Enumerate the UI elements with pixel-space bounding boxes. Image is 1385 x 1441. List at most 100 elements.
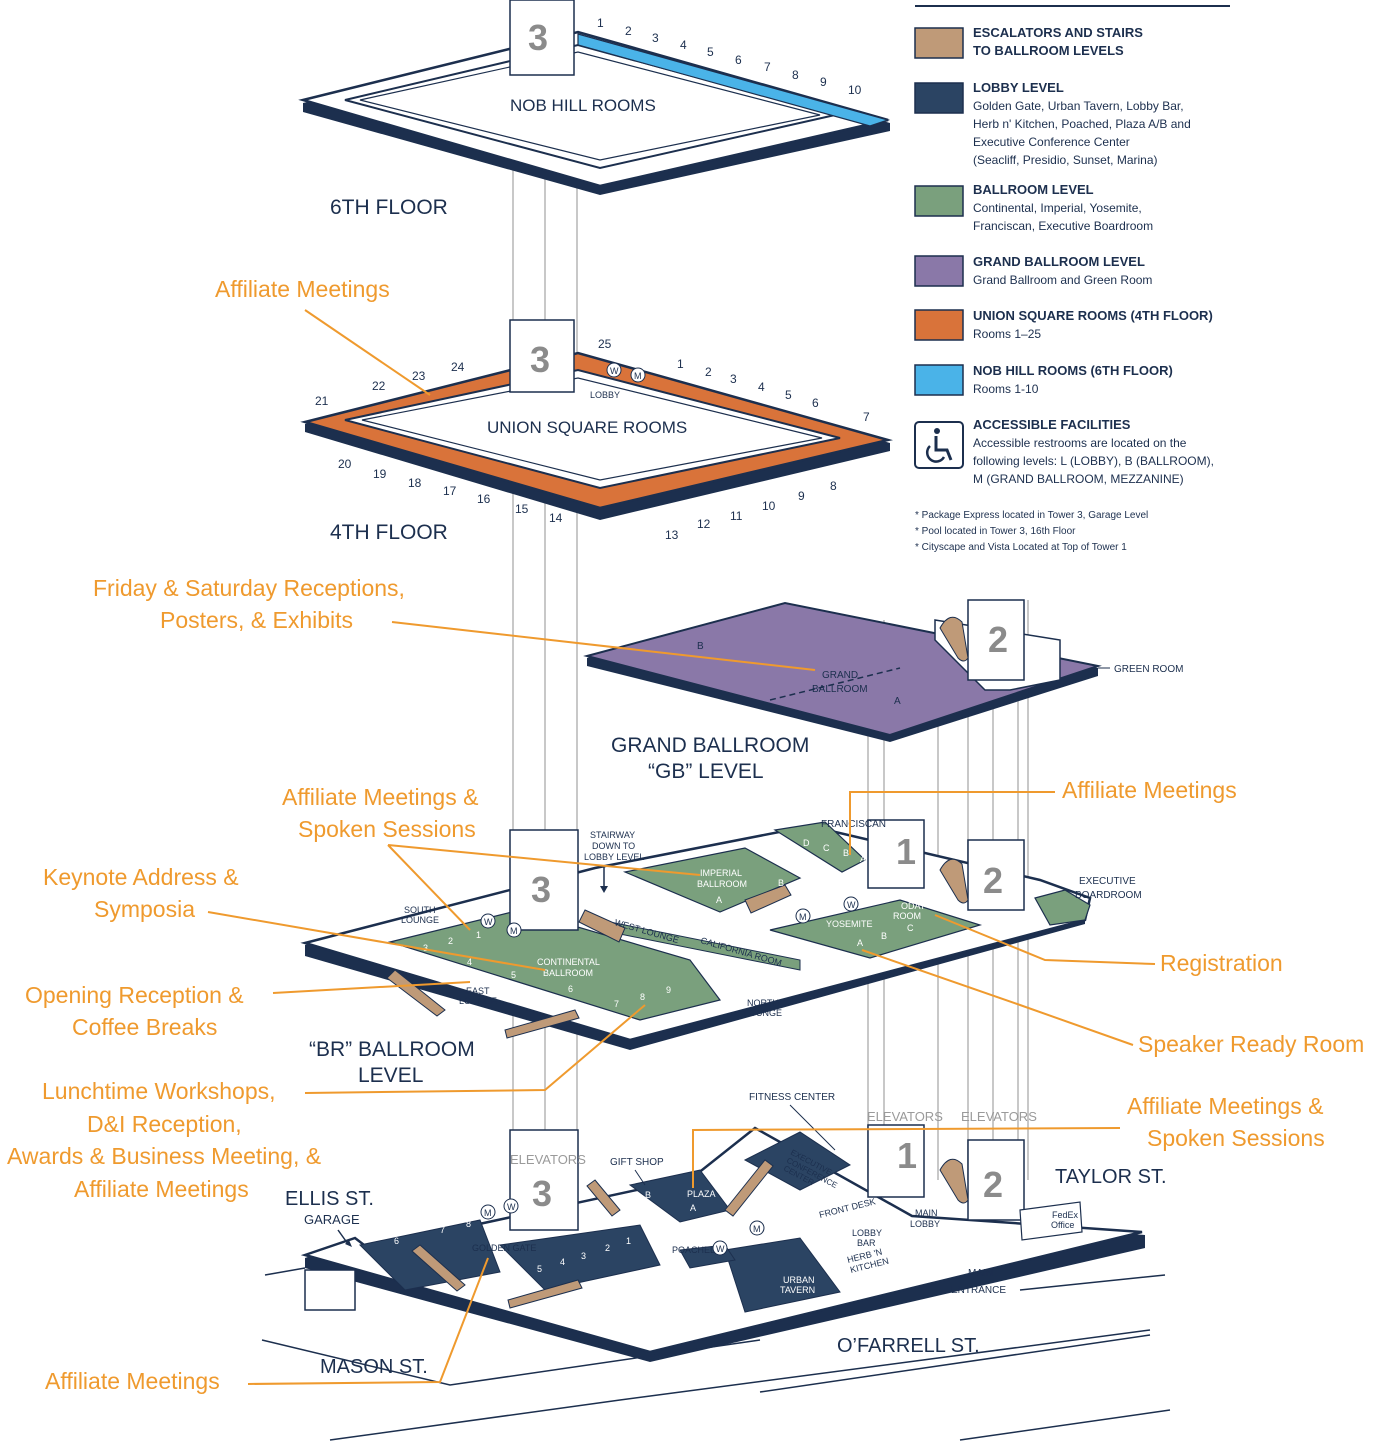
- svg-text:7: 7: [764, 60, 771, 74]
- svg-text:3: 3: [730, 372, 737, 386]
- legend-swatch-union-square: [914, 309, 964, 341]
- svg-text:17: 17: [443, 484, 457, 498]
- svg-text:7: 7: [614, 999, 619, 1009]
- wheelchair-icon: [914, 421, 964, 469]
- executive-conference-center: [743, 1131, 851, 1191]
- tower-2-label-ballroom: 2: [983, 860, 1003, 901]
- lobby-level: 3 1 2 ELEVATORS ELEVATORS ELEVATORS FITN…: [285, 1092, 1145, 1362]
- svg-text:16: 16: [477, 492, 491, 506]
- legend-swatch-ballroom: [914, 185, 964, 217]
- stairway-icon: [578, 909, 626, 943]
- event-annotations: Affiliate Meetings Friday & Saturday Rec…: [7, 276, 1364, 1394]
- executive-boardroom-label-1: EXECUTIVE: [1079, 876, 1136, 887]
- annotation-lunch-1: Lunchtime Workshops,: [42, 1078, 276, 1104]
- annotation-keynote-2: Symposia: [94, 896, 195, 922]
- svg-text:8: 8: [640, 992, 645, 1002]
- svg-text:24: 24: [451, 360, 465, 374]
- svg-text:8: 8: [792, 68, 799, 82]
- svg-text:23: 23: [412, 369, 426, 383]
- stairs-icon-lobby: [586, 1179, 621, 1217]
- south-lounge-label-2: LOUNGE: [401, 915, 439, 925]
- svg-text:3: 3: [423, 943, 428, 953]
- svg-text:11: 11: [730, 509, 743, 523]
- poached-label: POACHED: [672, 1245, 717, 1255]
- urban-tavern-label-1: URBAN: [783, 1275, 815, 1285]
- streets: TAYLOR ST. O’FARRELL ST. MASON ST.: [261, 1166, 1171, 1441]
- annotation-keynote-1: Keynote Address &: [43, 864, 239, 890]
- svg-text:W: W: [507, 1202, 516, 1212]
- main-entrance-label-1: MAIN: [968, 1268, 993, 1279]
- map-legend: ESCALATORS AND STAIRS TO BALLROOM LEVELS…: [914, 5, 1230, 553]
- annotation-opening-1: Opening Reception &: [25, 982, 244, 1008]
- green-room-label: GREEN ROOM: [1114, 664, 1183, 675]
- grand-ballroom-title-1: GRAND BALLROOM: [611, 734, 809, 757]
- legend-lobby-desc-4: (Seacliff, Presidio, Sunset, Marina): [973, 153, 1158, 167]
- svg-text:2: 2: [605, 1243, 610, 1253]
- svg-text:D: D: [803, 838, 810, 848]
- legend-accessible-desc-1: Accessible restrooms are located on the: [973, 436, 1187, 450]
- svg-text:13: 13: [665, 528, 679, 542]
- nob-hill-rooms-strip: [577, 33, 891, 127]
- mens-restroom-icon: [630, 367, 646, 383]
- tower-1-ballroom: [867, 819, 925, 889]
- svg-text:5: 5: [785, 388, 792, 402]
- escalator-icon-ballroom-left: [386, 969, 446, 1017]
- annotation-registration: Registration: [1160, 950, 1283, 976]
- svg-text:B: B: [881, 931, 887, 941]
- svg-text:9: 9: [820, 75, 827, 89]
- garage-label: GARAGE: [304, 1212, 360, 1227]
- tower-1-label-lobby: 1: [897, 1135, 917, 1176]
- annotation-friday-1: Friday & Saturday Receptions,: [93, 575, 405, 601]
- legend-swatch-grand-ballroom: [914, 255, 964, 287]
- grand-ballroom-label-1: GRAND: [822, 670, 858, 681]
- svg-text:C: C: [907, 923, 914, 933]
- garage-building: [304, 1269, 356, 1311]
- grand-ballroom-level: 2 GRAND BALLROOM B A GREEN ROOM GRAND BA…: [583, 599, 1183, 783]
- legend-swatch-nob-hill: [914, 364, 964, 396]
- grand-ballroom-area: [583, 601, 1102, 737]
- annotation-affiliate-spoken-2: Spoken Sessions: [298, 816, 476, 842]
- executive-boardroom-label-2: BOARDROOM: [1075, 890, 1142, 901]
- executive-boardroom: [1034, 889, 1091, 926]
- yosemite-rooms: [769, 899, 983, 959]
- legend-ballroom-desc-2: Franciscan, Executive Boardroom: [973, 219, 1153, 233]
- franciscan-rooms: [773, 821, 867, 873]
- yosemite-label: YOSEMITE: [826, 919, 873, 929]
- svg-text:3: 3: [581, 1251, 586, 1261]
- tower-2-lobby: [967, 1139, 1025, 1221]
- elevators-label-2: ELEVATORS: [961, 1109, 1037, 1124]
- svg-text:A: A: [857, 938, 863, 948]
- legend-note-3: * Cityscape and Vista Located at Top of …: [915, 542, 1127, 553]
- legend-ballroom-desc-1: Continental, Imperial, Yosemite,: [973, 201, 1142, 215]
- fourth-lobby-label: LOBBY: [590, 390, 620, 400]
- annotation-opening-2: Coffee Breaks: [72, 1014, 217, 1040]
- svg-text:6: 6: [394, 1236, 399, 1246]
- lobby-bar-label-2: BAR: [857, 1238, 876, 1248]
- legend-accessible-desc-2: following levels: L (LOBBY), B (BALLROOM…: [973, 454, 1214, 468]
- plaza-label: PLAZA: [687, 1189, 716, 1199]
- annotation-affiliate-spoken-1: Affiliate Meetings &: [282, 784, 478, 810]
- stairway-label-2: DOWN TO: [592, 841, 635, 851]
- legend-accessible-title: ACCESSIBLE FACILITIES: [973, 417, 1131, 432]
- svg-text:C: C: [823, 843, 830, 853]
- tower-3-lobby: [509, 1129, 579, 1231]
- svg-text:B: B: [843, 848, 849, 858]
- union-square-rooms-label: UNION SQUARE ROOMS: [487, 418, 687, 437]
- svg-text:8: 8: [466, 1219, 471, 1229]
- tower-3-label-lobby: 3: [532, 1173, 552, 1214]
- gift-shop-label: GIFT SHOP: [610, 1157, 664, 1168]
- legend-ballroom-title: BALLROOM LEVEL: [973, 182, 1094, 197]
- annotation-speaker-ready: Speaker Ready Room: [1138, 1031, 1364, 1057]
- elevators-label-1: ELEVATORS: [867, 1109, 943, 1124]
- imperial-label-2: BALLROOM: [697, 879, 747, 889]
- grand-ballroom-section-a: A: [894, 696, 901, 707]
- escalator-icon-lobby-bottom: [507, 1279, 583, 1309]
- legend-grand-ballroom-title: GRAND BALLROOM LEVEL: [973, 254, 1145, 269]
- urban-tavern: [724, 1237, 841, 1313]
- mason-street-label: MASON ST.: [320, 1356, 428, 1378]
- tower-3-label-ballroom: 3: [531, 869, 551, 910]
- tower-2-label-lobby: 2: [983, 1164, 1003, 1205]
- annotation-friday-2: Posters, & Exhibits: [160, 607, 353, 633]
- svg-text:A: A: [716, 895, 722, 905]
- legend-escalators-title-1: ESCALATORS AND STAIRS: [973, 25, 1143, 40]
